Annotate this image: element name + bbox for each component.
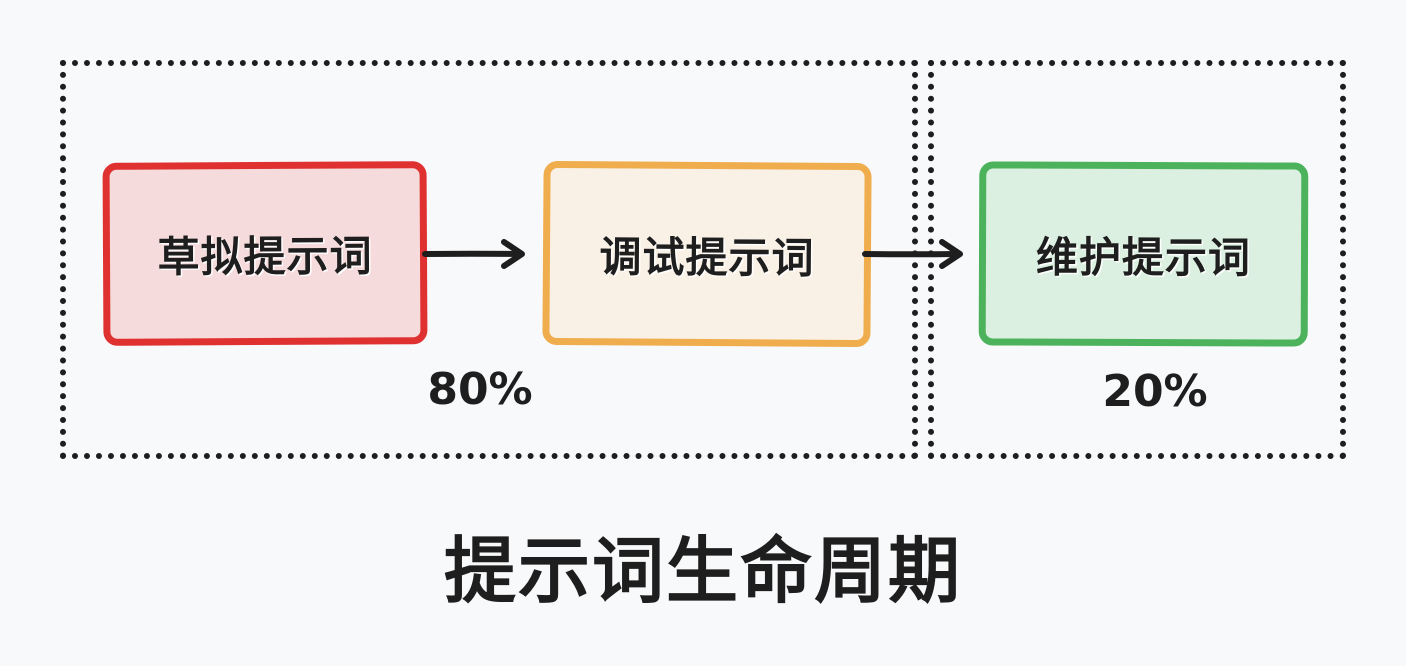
stage-label-debug: 调试提示词 <box>599 231 815 283</box>
arrow-draft-to-debug <box>422 239 525 269</box>
group-frame-maintain <box>928 60 1346 459</box>
group-frame-draft-debug <box>60 60 918 459</box>
stage-box-maintain: 维护提示词 <box>978 161 1309 347</box>
percent-label-draft-debug: 80% <box>427 364 533 415</box>
stage-box-debug: 调试提示词 <box>542 160 872 348</box>
diagram-title: 提示词生命周期 <box>443 528 962 613</box>
arrow-debug-to-maintain <box>862 239 963 269</box>
stage-label-maintain: 维护提示词 <box>1035 232 1252 282</box>
percent-label-maintain: 20% <box>1102 366 1208 417</box>
stage-label-draft: 草拟提示词 <box>157 231 373 282</box>
stage-box-draft: 草拟提示词 <box>102 161 428 346</box>
